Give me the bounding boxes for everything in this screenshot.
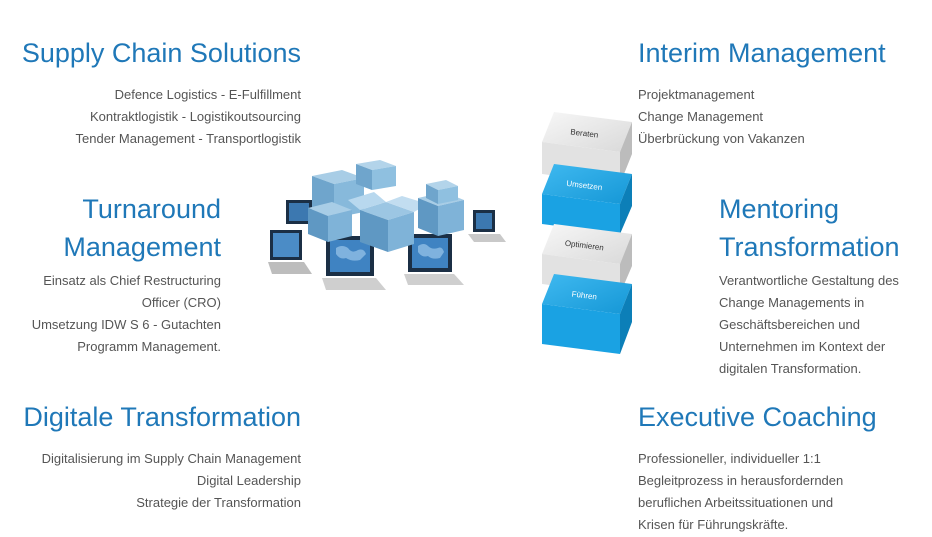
section-line: Verantwortliche Gestaltung des	[719, 273, 899, 288]
section-title-turnaround: Turnaround Management	[1, 190, 221, 266]
section-line: Umsetzung IDW S 6 - Gutachten	[31, 317, 221, 332]
section-line: Begleitprozess in herausfordernden	[638, 473, 844, 488]
section-digital: Digitale Transformation Digitalisierung …	[0, 398, 301, 514]
laptop-icon	[468, 210, 506, 242]
boxes	[308, 160, 464, 252]
section-line: Strategie der Transformation	[136, 495, 301, 510]
section-lines: Professioneller, individueller 1:1 Begle…	[638, 448, 928, 536]
title-line: Management	[63, 232, 221, 262]
section-line: Digital Leadership	[196, 473, 301, 488]
section-line: Projektmanagement	[638, 87, 755, 102]
section-lines: Projektmanagement Change Management Über…	[638, 84, 928, 150]
section-lines: Defence Logistics - E-Fulfillment Kontra…	[1, 84, 301, 150]
cube-label: Umsetzen	[566, 179, 603, 192]
logistics-illustration	[268, 160, 506, 290]
section-line: Geschäftsbereichen und	[719, 317, 860, 332]
section-title-supply-chain: Supply Chain Solutions	[21, 38, 301, 68]
section-title-interim: Interim Management	[638, 38, 886, 68]
cube-label: Beraten	[570, 127, 599, 139]
section-line: beruflichen Arbeitssituationen und	[638, 495, 834, 510]
title-line: Turnaround	[82, 194, 221, 224]
section-coaching: Executive Coaching Professioneller, indi…	[638, 398, 928, 536]
cube-fuehren: Führen	[542, 274, 632, 354]
section-interim: Interim Management Projektmanagement Cha…	[638, 34, 928, 150]
section-line: Programm Management.	[77, 339, 221, 354]
cube-umsetzen: Umsetzen	[542, 164, 632, 234]
section-title-mentoring: Mentoring Transformation	[719, 190, 929, 266]
title-line: Transformation	[719, 232, 900, 262]
section-turnaround: Turnaround Management Einsatz als Chief …	[1, 190, 221, 358]
section-line: Officer (CRO)	[141, 295, 221, 310]
laptop-icon	[286, 200, 312, 224]
section-line: Krisen für Führungskräfte.	[638, 517, 789, 532]
section-line: Tender Management - Transportlogistik	[75, 131, 301, 146]
section-title-coaching: Executive Coaching	[638, 402, 877, 432]
section-line: digitalen Transformation.	[719, 361, 862, 376]
process-cubes: Beraten Umsetzen Optimieren Führen	[542, 112, 632, 354]
section-lines: Verantwortliche Gestaltung des Change Ma…	[719, 270, 929, 380]
section-line: Einsatz als Chief Restructuring	[43, 273, 221, 288]
laptop-icon	[404, 234, 464, 285]
section-title-digital: Digitale Transformation	[23, 402, 301, 432]
cube-label: Führen	[571, 290, 597, 302]
section-lines: Einsatz als Chief Restructuring Officer …	[1, 270, 221, 358]
title-line: Mentoring	[719, 194, 840, 224]
section-line: Unternehmen im Kontext der	[719, 339, 886, 354]
laptops	[268, 200, 506, 290]
section-lines: Digitalisierung im Supply Chain Manageme…	[0, 448, 301, 514]
section-line: Überbrückung von Vakanzen	[638, 131, 805, 146]
section-mentoring: Mentoring Transformation Verantwortliche…	[719, 190, 929, 380]
section-line: Digitalisierung im Supply Chain Manageme…	[41, 451, 301, 466]
section-line: Kontraktlogistik - Logistikoutsourcing	[90, 109, 301, 124]
laptop-icon	[322, 236, 386, 290]
section-line: Change Managements in	[719, 295, 865, 310]
section-supply-chain: Supply Chain Solutions Defence Logistics…	[1, 34, 301, 150]
laptop-icon	[268, 230, 312, 274]
section-line: Defence Logistics - E-Fulfillment	[114, 87, 301, 102]
section-line: Change Management	[638, 109, 764, 124]
section-line: Professioneller, individueller 1:1	[638, 451, 821, 466]
